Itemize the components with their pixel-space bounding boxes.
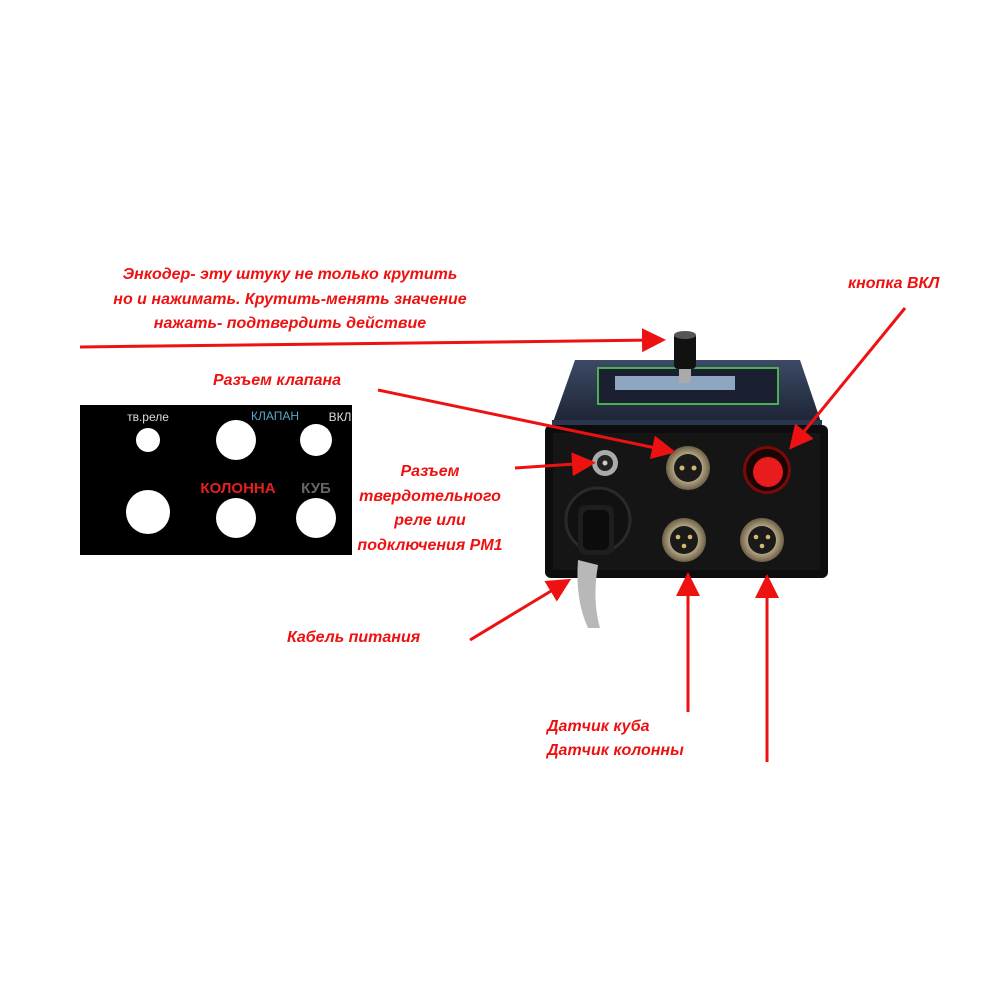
plate-label-power: ВКЛ xyxy=(328,410,352,424)
power-button xyxy=(743,446,791,494)
relay-line-1: Разъем xyxy=(400,463,460,480)
hole-cable xyxy=(126,490,170,534)
panel-plate xyxy=(80,405,352,555)
relay-line-2: твердотельного xyxy=(359,487,501,505)
cube-sensor-annotation: Датчик куба xyxy=(547,718,650,735)
hole-column xyxy=(216,498,256,538)
plate-label-relay: тв.реле xyxy=(127,410,169,424)
dc-jack xyxy=(592,450,618,476)
arrow-encoder xyxy=(79,328,666,353)
encoder-line-1: Энкодер- эту штуку не только крутить xyxy=(122,266,458,283)
valve-connector xyxy=(666,446,710,490)
power-button-annotation: кнопка ВКЛ xyxy=(848,275,940,292)
plate-label-valve: КЛАПАН xyxy=(250,409,300,423)
valve-annotation: Разъем клапана xyxy=(213,372,342,389)
arrow-valve xyxy=(377,388,676,460)
column-sensor-connector xyxy=(662,518,706,562)
hole-relay xyxy=(136,428,160,452)
column-sensor-annotation: Датчик колонны xyxy=(547,742,684,759)
encoder-line-3: нажать- подтвердить действие xyxy=(153,315,427,332)
cable-annotation: Кабель питания xyxy=(287,629,421,646)
plate-label-cube: КУБ xyxy=(301,480,331,497)
cube-sensor-connector xyxy=(740,518,784,562)
arrow-relay xyxy=(514,452,596,477)
encoder-line-2: но и нажимать. Крутить-менять значение xyxy=(113,290,467,308)
arrow-cable xyxy=(469,578,572,642)
device xyxy=(545,331,828,628)
encoder-knob xyxy=(674,331,696,383)
plate-label-column: КОЛОННА xyxy=(200,480,276,497)
relay-annotation: Разъем твердотельного реле или подключен… xyxy=(350,460,510,558)
arrow-power-button xyxy=(789,307,907,450)
cable-gland xyxy=(564,486,632,628)
arrows xyxy=(79,307,907,762)
encoder-annotation: Энкодер- эту штуку не только крутить но … xyxy=(60,263,520,337)
relay-line-3: реле или xyxy=(394,512,466,529)
hole-valve xyxy=(216,420,256,460)
hole-cube xyxy=(296,498,336,538)
hole-power xyxy=(300,424,332,456)
relay-line-4: подключения РМ1 xyxy=(357,536,503,554)
